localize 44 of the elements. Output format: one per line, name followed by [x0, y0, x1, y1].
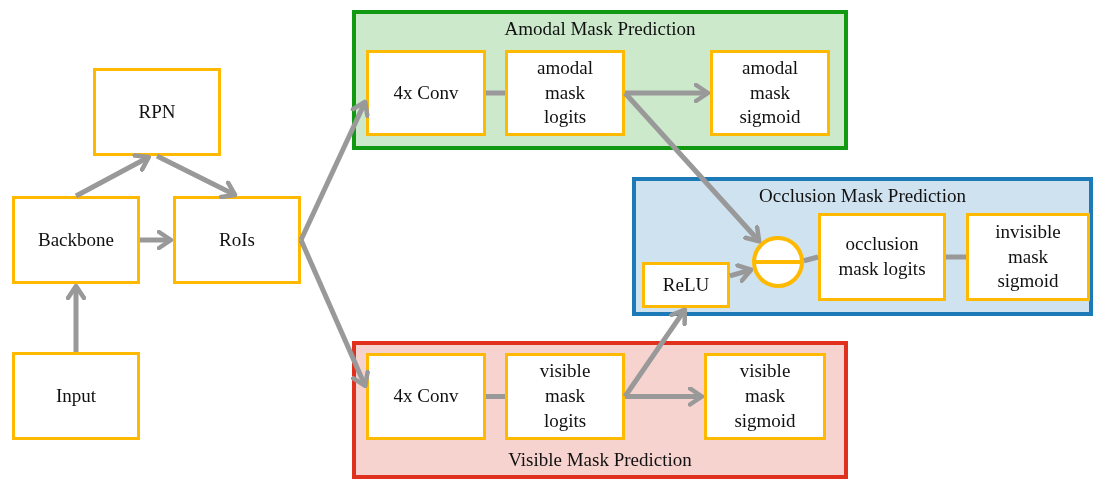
arrow — [625, 82, 711, 104]
process-box — [366, 353, 486, 440]
arrow — [625, 386, 705, 407]
group-panel — [352, 10, 848, 150]
process-box — [12, 352, 140, 440]
arrow — [155, 153, 238, 200]
group-title: Occlusion Mask Prediction — [758, 185, 967, 207]
box-label: RoIs — [219, 227, 255, 252]
box-label: RPN — [138, 99, 176, 124]
group-panel — [632, 177, 1093, 316]
group-title: Visible Mask Prediction — [507, 449, 693, 471]
process-box — [505, 353, 625, 440]
box-label: invisible mask sigmoid — [994, 219, 1062, 294]
process-box — [818, 213, 946, 301]
process-box — [366, 50, 486, 136]
process-box — [710, 50, 830, 136]
box-label: 4x Conv — [393, 80, 459, 105]
arrow — [298, 99, 370, 242]
arrow — [65, 283, 87, 352]
arrow — [623, 91, 762, 244]
box-label: visible mask sigmoid — [733, 359, 797, 433]
group-title: Amodal Mask Prediction — [503, 18, 697, 40]
process-box — [966, 213, 1090, 301]
arrow — [729, 263, 754, 283]
box-label: Backbone — [38, 227, 114, 252]
box-label: visible mask logits — [538, 359, 592, 433]
box-label: Input — [55, 383, 97, 408]
box-label: 4x Conv — [393, 384, 459, 409]
box-label: ReLU — [662, 272, 710, 297]
arrow — [622, 307, 688, 398]
process-box — [704, 353, 826, 440]
process-box — [12, 196, 140, 284]
arrow — [140, 229, 174, 251]
arrow — [74, 153, 152, 199]
process-box — [93, 68, 221, 156]
process-box — [505, 50, 625, 136]
process-box — [173, 196, 301, 284]
arrow — [298, 239, 370, 389]
group-panel — [352, 341, 848, 479]
box-label: amodal mask sigmoid — [738, 55, 802, 130]
box-label: occlusion mask logits — [837, 232, 927, 281]
process-box — [642, 262, 730, 308]
subtract-circle — [752, 236, 804, 288]
box-label: amodal mask logits — [536, 55, 594, 130]
